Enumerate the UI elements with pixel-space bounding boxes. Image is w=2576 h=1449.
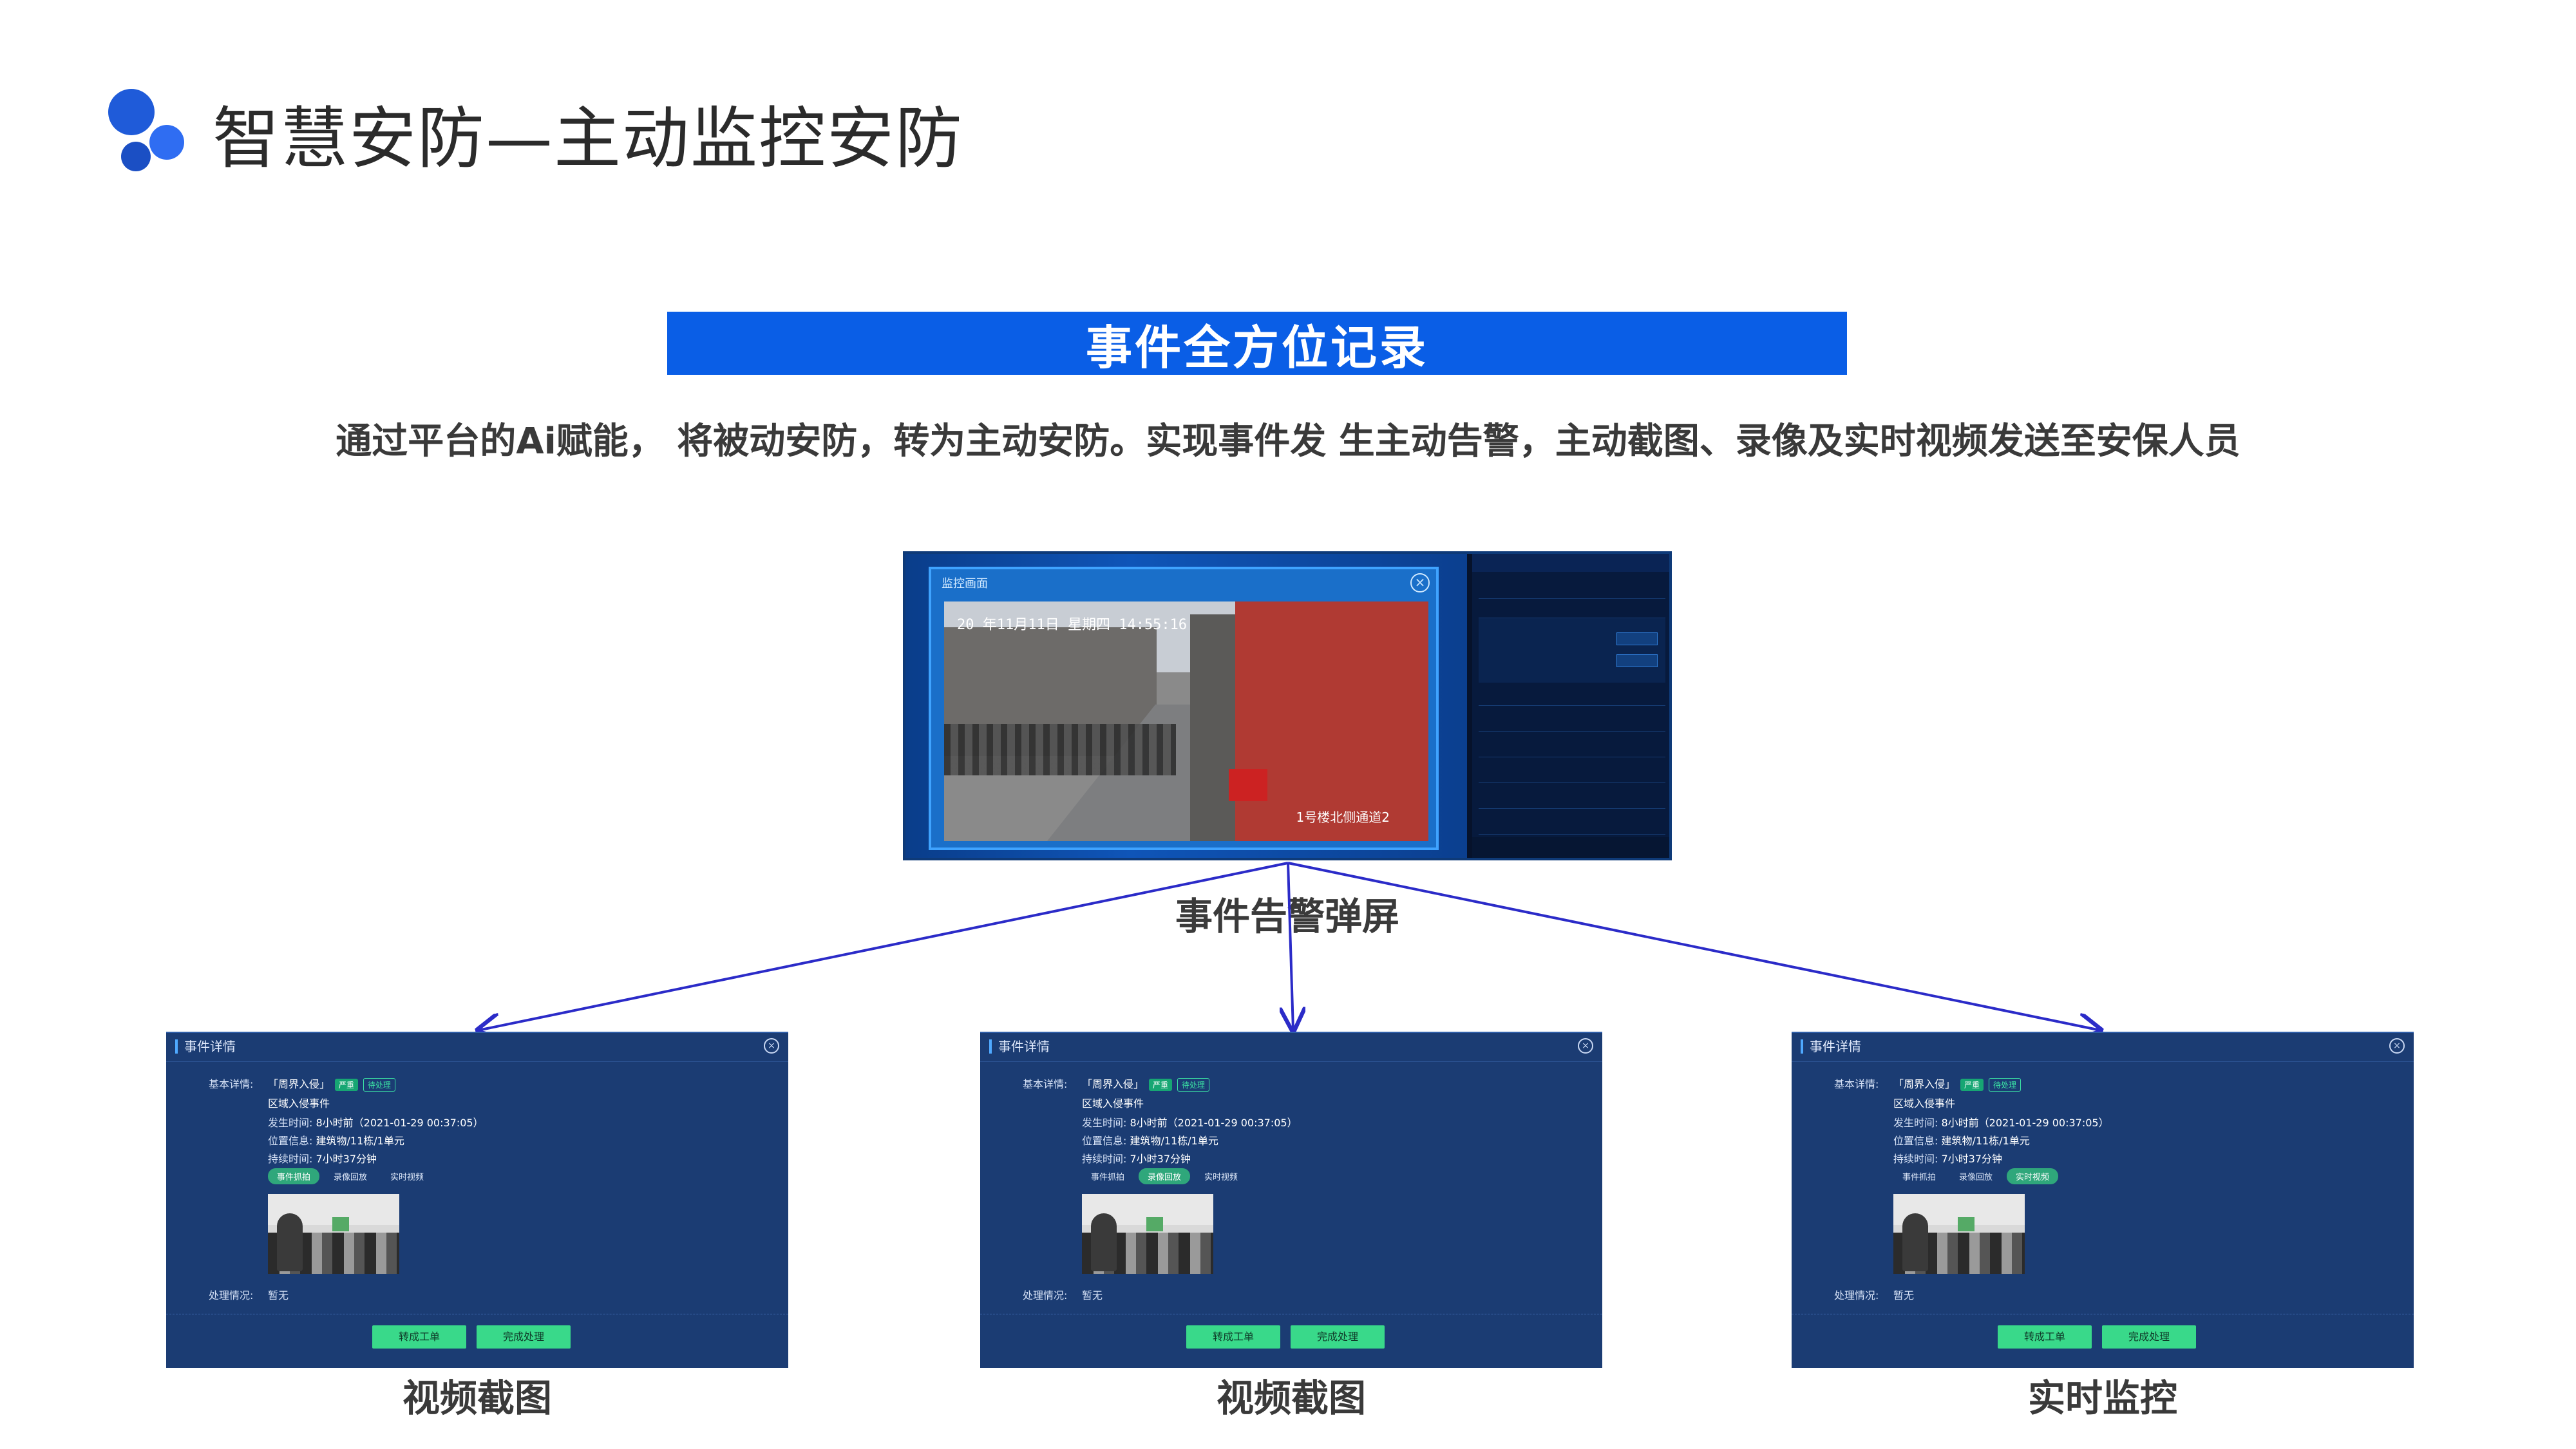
event-type: 区域入侵事件	[1082, 1097, 1144, 1110]
pagination	[1472, 837, 1669, 858]
list-item[interactable]	[1479, 582, 1665, 599]
alarm-popup-screenshot: 监控画面 × 20 年11月11日 星期四 14:55:16 1号楼北侧通道2	[903, 551, 1672, 860]
handle-value: 暂无	[1893, 1289, 1915, 1302]
event-type: 区域入侵事件	[1893, 1097, 1956, 1110]
severity-badge: 严重	[1960, 1079, 1984, 1091]
close-icon[interactable]: ×	[1578, 1038, 1593, 1054]
card-title: 事件详情	[175, 1039, 236, 1054]
panel-button[interactable]	[1616, 632, 1658, 645]
media-tab[interactable]: 实时视频	[2007, 1168, 2059, 1184]
event-location: 位置信息: 建筑物/11栋/1单元	[268, 1135, 404, 1147]
status-badge: 待处理	[1989, 1078, 2022, 1092]
alarm-list-panel	[1472, 554, 1669, 858]
handle-value: 暂无	[268, 1289, 289, 1302]
event-duration: 持续时间: 7小时37分钟	[1893, 1153, 2003, 1165]
snapshot-thumbnail[interactable]	[1893, 1194, 2025, 1274]
list-item[interactable]	[1479, 766, 1665, 783]
panel-button[interactable]	[1616, 654, 1658, 667]
list-item[interactable]	[1479, 792, 1665, 809]
event-duration: 持续时间: 7小时37分钟	[1082, 1153, 1191, 1165]
event-time: 发生时间: 8小时前（2021-01-29 00:37:05）	[1082, 1117, 1298, 1129]
event-duration: 持续时间: 7小时37分钟	[268, 1153, 377, 1165]
card-caption-2: 视频截图	[1216, 1376, 1366, 1420]
handle-label: 处理情况:	[209, 1289, 254, 1302]
section-banner: 事件全方位记录	[667, 312, 1847, 375]
event-time: 发生时间: 8小时前（2021-01-29 00:37:05）	[1893, 1117, 2109, 1129]
snapshot-thumbnail[interactable]	[268, 1194, 399, 1274]
handle-value: 暂无	[1082, 1289, 1103, 1302]
event-detail-card-3: 事件详情 × 基本详情: 「周界入侵」严重待处理 区域入侵事件 发生时间: 8小…	[1792, 1032, 2414, 1368]
section-subtitle: 通过平台的Ai赋能， 将被动安防，转为主动安防。实现事件发 生主动告警，主动截图…	[336, 421, 2240, 462]
complete-handling-button[interactable]: 完成处理	[1291, 1325, 1385, 1349]
severity-badge: 严重	[335, 1079, 359, 1091]
monitor-window: 监控画面 × 20 年11月11日 星期四 14:55:16 1号楼北侧通道2	[929, 567, 1439, 850]
media-tab[interactable]: 事件抓拍	[268, 1168, 320, 1184]
card-caption-1: 视频截图	[402, 1376, 552, 1420]
media-tab[interactable]: 事件抓拍	[1091, 1173, 1125, 1182]
list-item[interactable]	[1479, 689, 1665, 706]
page-title: 智慧安防—主动监控安防	[213, 99, 964, 178]
basic-label: 基本详情:	[209, 1078, 254, 1090]
camera-feed: 20 年11月11日 星期四 14:55:16 1号楼北侧通道2	[944, 601, 1428, 841]
status-badge: 待处理	[1177, 1078, 1210, 1092]
media-tabs: 事件抓拍 录像回放 实时视频	[1082, 1168, 1247, 1184]
basic-label: 基本详情:	[1023, 1078, 1068, 1090]
event-time: 发生时间: 8小时前（2021-01-29 00:37:05）	[268, 1117, 484, 1129]
event-name: 「周界入侵」严重待处理	[1082, 1075, 1210, 1092]
complete-handling-button[interactable]: 完成处理	[477, 1325, 571, 1349]
event-location: 位置信息: 建筑物/11栋/1单元	[1082, 1135, 1218, 1147]
event-detail-card-1: 事件详情 × 基本详情: 「周界入侵」严重待处理 区域入侵事件 发生时间: 8小…	[166, 1032, 788, 1368]
list-item[interactable]	[1479, 601, 1665, 618]
list-item[interactable]	[1479, 741, 1665, 757]
media-tab[interactable]: 实时视频	[1204, 1173, 1238, 1182]
snapshot-thumbnail[interactable]	[1082, 1194, 1213, 1274]
event-location: 位置信息: 建筑物/11栋/1单元	[1893, 1135, 2030, 1147]
brand-logo-icon	[103, 84, 206, 174]
event-name: 「周界入侵」严重待处理	[268, 1075, 396, 1092]
alarm-detail	[1479, 618, 1665, 683]
convert-workorder-button[interactable]: 转成工单	[1186, 1325, 1280, 1349]
convert-workorder-button[interactable]: 转成工单	[372, 1325, 466, 1349]
card-title: 事件详情	[1801, 1039, 1861, 1054]
card-title: 事件详情	[989, 1039, 1050, 1054]
convert-workorder-button[interactable]: 转成工单	[1998, 1325, 2092, 1349]
media-tab[interactable]: 实时视频	[390, 1173, 424, 1182]
camera-timestamp: 20 年11月11日 星期四 14:55:16	[957, 617, 1188, 633]
camera-label: 1号楼北侧通道2	[1296, 810, 1390, 825]
popup-caption: 事件告警弹屏	[1175, 895, 1399, 938]
complete-handling-button[interactable]: 完成处理	[2102, 1325, 2196, 1349]
list-item[interactable]	[1479, 818, 1665, 835]
close-icon[interactable]: ×	[2389, 1038, 2405, 1054]
list-item[interactable]	[1479, 715, 1665, 732]
media-tab[interactable]: 录像回放	[1139, 1168, 1191, 1184]
media-tabs: 事件抓拍 录像回放 实时视频	[268, 1168, 433, 1184]
status-badge: 待处理	[363, 1078, 396, 1092]
card-caption-3: 实时监控	[2027, 1376, 2177, 1420]
basic-label: 基本详情:	[1834, 1078, 1879, 1090]
handle-label: 处理情况:	[1834, 1289, 1879, 1302]
media-tab[interactable]: 录像回放	[334, 1173, 368, 1182]
event-name: 「周界入侵」严重待处理	[1893, 1075, 2022, 1092]
media-tab[interactable]: 事件抓拍	[1902, 1173, 1937, 1182]
monitor-window-title: 监控画面	[942, 577, 988, 591]
media-tab[interactable]: 录像回放	[1959, 1173, 1993, 1182]
severity-badge: 严重	[1149, 1079, 1173, 1091]
close-icon[interactable]: ×	[764, 1038, 779, 1054]
handle-label: 处理情况:	[1023, 1289, 1068, 1302]
event-type: 区域入侵事件	[268, 1097, 330, 1110]
close-icon[interactable]: ×	[1410, 573, 1430, 592]
media-tabs: 事件抓拍 录像回放 实时视频	[1893, 1168, 2059, 1184]
event-detail-card-2: 事件详情 × 基本详情: 「周界入侵」严重待处理 区域入侵事件 发生时间: 8小…	[980, 1032, 1602, 1368]
